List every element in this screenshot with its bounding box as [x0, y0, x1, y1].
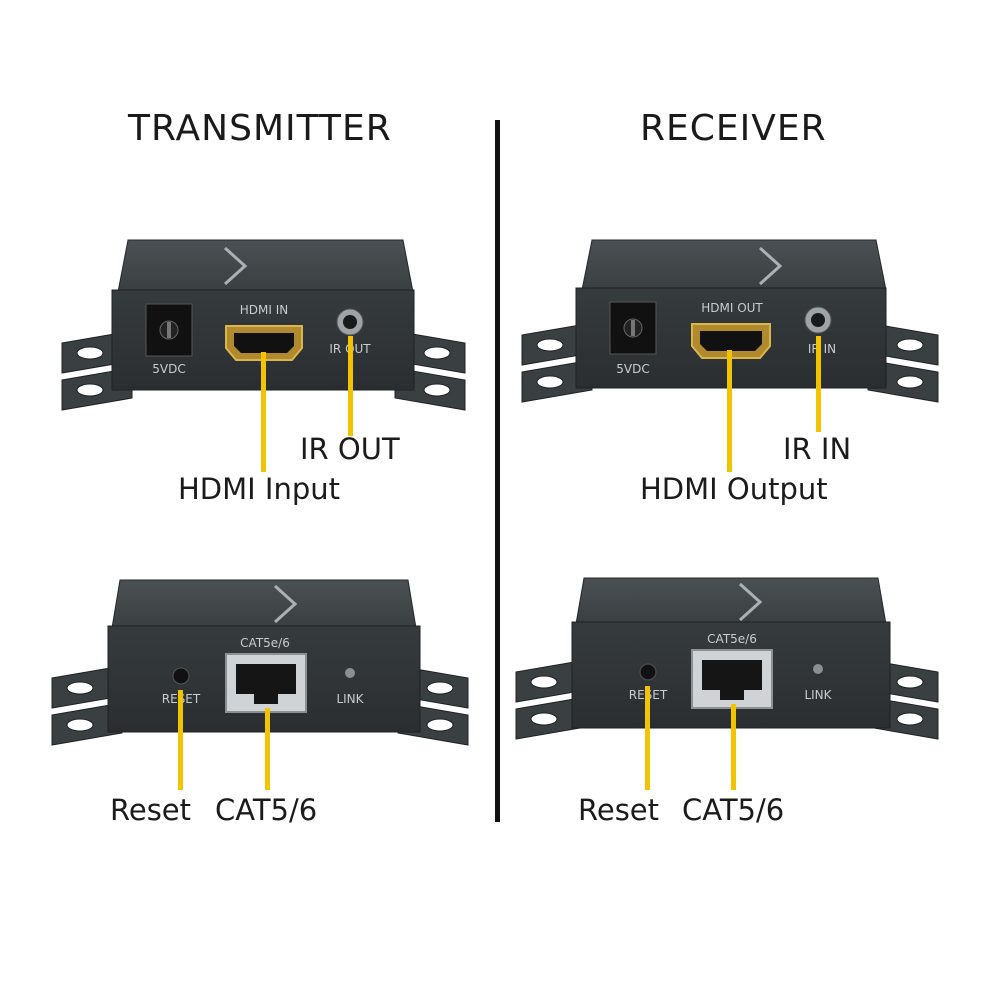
hdmi-port-label: HDMI OUT [701, 301, 763, 315]
cat-port-label: CAT5e/6 [707, 632, 757, 646]
transmitter-heading: TRANSMITTER [128, 108, 392, 149]
brand-chevron-icon [738, 582, 763, 622]
brand-chevron-icon [273, 584, 298, 624]
reset-button [639, 663, 657, 681]
leader-rx-ir-in [816, 336, 821, 432]
leader-tx-reset [178, 690, 183, 790]
callout-tx-ir-out: IR OUT [300, 432, 400, 466]
power-label: 5VDC [616, 362, 649, 376]
leader-tx-hdmi [261, 352, 266, 472]
leader-rx-cat [731, 704, 736, 790]
leader-tx-cat [265, 708, 270, 790]
power-label: 5VDC [152, 362, 185, 376]
callout-tx-hdmi: HDMI Input [178, 472, 341, 506]
link-label: LINK [804, 688, 832, 702]
leader-tx-ir-out [348, 336, 353, 436]
tx-back-device: RESET CAT5e/6 LINK [51, 579, 469, 746]
link-led [813, 664, 823, 674]
leader-rx-hdmi [727, 350, 732, 472]
callout-rx-cat: CAT5/6 [682, 793, 785, 827]
callout-tx-cat: CAT5/6 [215, 793, 318, 827]
brand-chevron-icon [223, 246, 248, 286]
callout-tx-reset: Reset [110, 793, 192, 827]
leader-rx-reset [645, 686, 650, 790]
callout-rx-ir-in: IR IN [783, 432, 852, 466]
brand-chevron-icon [758, 246, 783, 286]
receiver-heading: RECEIVER [640, 108, 827, 149]
callout-rx-reset: Reset [578, 793, 660, 827]
ir-jack-label: IR IN [808, 342, 836, 356]
rx-front-device: 5VDC HDMI OUT IR IN [521, 239, 939, 403]
callout-rx-hdmi: HDMI Output [640, 472, 828, 506]
cat-port-label: CAT5e/6 [240, 636, 290, 650]
hdmi-port-label: HDMI IN [240, 303, 289, 317]
link-led [345, 668, 355, 678]
link-label: LINK [336, 692, 364, 706]
tx-front-device: 5VDC HDMI IN IR OUT [61, 239, 466, 411]
reset-button [172, 667, 190, 685]
section-divider [495, 120, 500, 822]
rx-back-device: RESET CAT5e/6 LINK [515, 577, 939, 740]
